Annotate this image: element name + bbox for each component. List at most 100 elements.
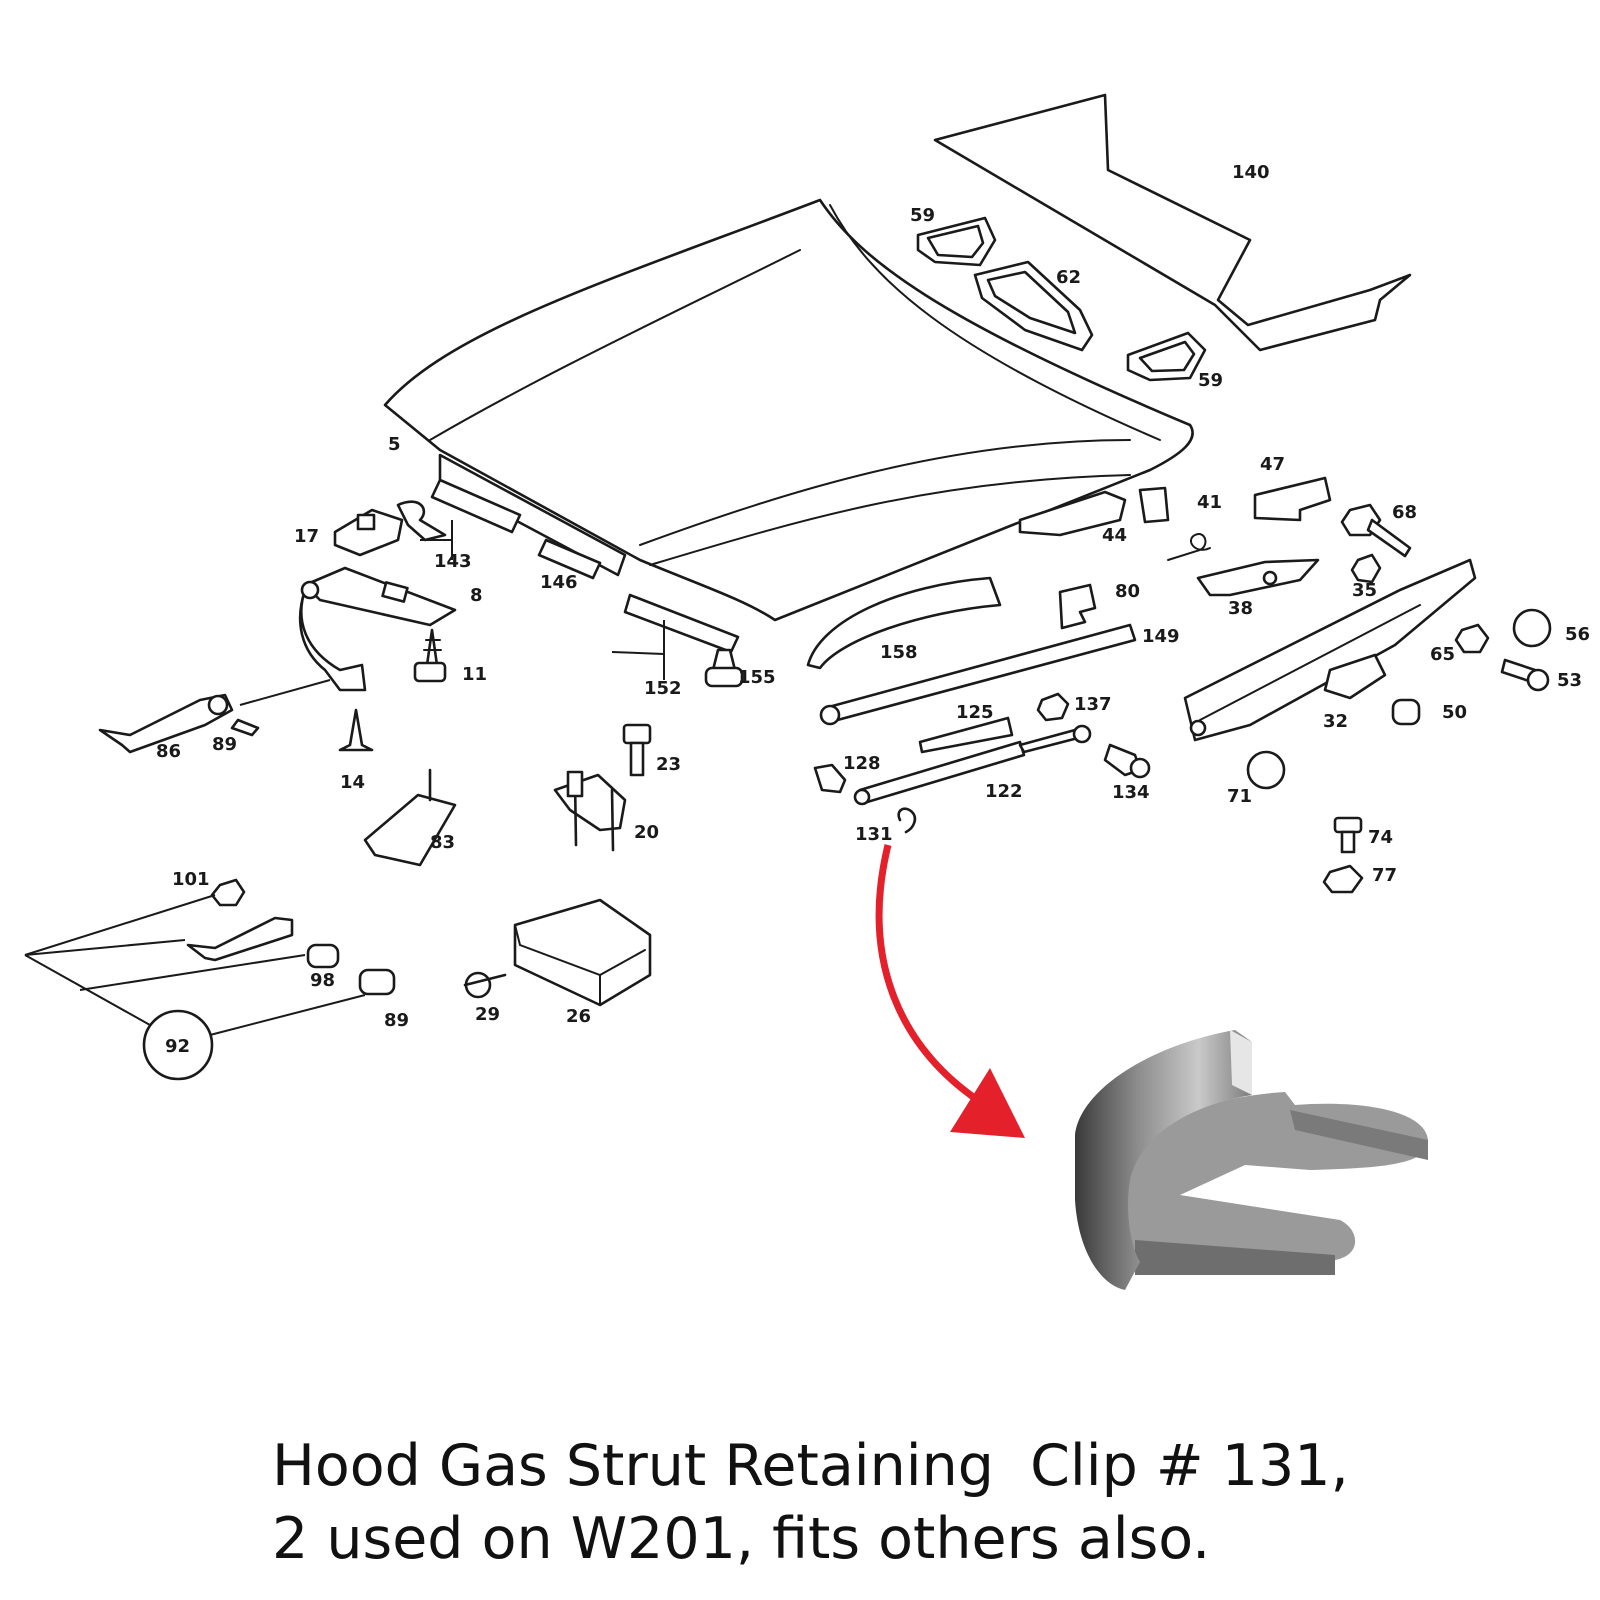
bracket-83 (363, 793, 457, 867)
tray-26 (513, 898, 652, 1007)
callout-68: 68 (1392, 502, 1417, 523)
bolt-74 (1333, 816, 1363, 854)
caption-line-2: 2 used on W201, fits others also. (272, 1506, 1211, 1572)
callout-47: 47 (1260, 454, 1285, 475)
hinge-plate-8 (298, 566, 457, 692)
callout-8: 8 (470, 585, 483, 606)
latch-86 (98, 693, 234, 754)
hinge-arm-32 (1183, 558, 1477, 742)
callout-53: 53 (1557, 670, 1582, 691)
clip-80 (1058, 583, 1097, 630)
hood-vents (916, 216, 1207, 382)
bolt-68 (1340, 503, 1412, 558)
callout-labels: 140 59 62 59 5 47 41 68 44 17 143 8 146 … (156, 162, 1590, 1057)
callout-11: 11 (462, 664, 487, 685)
seal-strip-152 (623, 593, 740, 654)
callout-137: 137 (1074, 694, 1112, 715)
pointer-arrowhead (950, 1068, 1025, 1138)
callout-143: 143 (434, 551, 472, 572)
latch-86-pivot (207, 694, 229, 716)
bracket-20 (553, 770, 627, 852)
callout-80: 80 (1115, 581, 1140, 602)
bushing-50 (1391, 698, 1421, 726)
bracket-17-clip (356, 513, 376, 531)
retaining-clip-131-render (1075, 1030, 1429, 1290)
callout-152: 152 (644, 678, 682, 699)
spring-41 (1167, 533, 1211, 561)
callout-101: 101 (172, 869, 210, 890)
hook-47 (1253, 476, 1332, 522)
callout-89b: 89 (384, 1010, 409, 1031)
lead-86 (239, 679, 331, 706)
product-caption: Hood Gas Strut Retaining Clip # 131, 2 u… (272, 1430, 1472, 1576)
callout-98: 98 (310, 970, 335, 991)
handle-158 (806, 576, 1002, 670)
callout-38: 38 (1228, 598, 1253, 619)
callout-59b: 59 (1198, 370, 1223, 391)
callout-59: 59 (910, 205, 935, 226)
lead-152 (611, 620, 665, 680)
callout-86: 86 (156, 741, 181, 762)
callout-131: 131 (855, 824, 893, 845)
callout-44: 44 (1102, 525, 1127, 546)
callout-89: 89 (212, 734, 237, 755)
callout-32: 32 (1323, 711, 1348, 732)
bracket-44 (1138, 486, 1170, 524)
bracket-17 (333, 508, 404, 557)
insulation-mat-140 (933, 93, 1412, 352)
callout-77: 77 (1372, 865, 1397, 886)
nut-71 (1246, 750, 1286, 790)
bolt-53 (1500, 658, 1550, 692)
bracket-38 (1196, 558, 1320, 597)
screw-11 (413, 628, 447, 683)
push-clip-29 (463, 971, 507, 999)
seal-strip-143 (430, 478, 522, 534)
nut-137 (1036, 692, 1070, 722)
nut-77 (1322, 864, 1364, 894)
hood-panel-5 (383, 198, 1194, 622)
callout-41: 41 (1197, 492, 1222, 513)
callout-71: 71 (1227, 786, 1252, 807)
callout-128: 128 (843, 753, 881, 774)
callout-26: 26 (566, 1006, 591, 1027)
callout-56: 56 (1565, 624, 1590, 645)
callout-134: 134 (1112, 782, 1150, 803)
callout-83: 83 (430, 832, 455, 853)
nut-56 (1512, 608, 1552, 648)
screw-14 (338, 708, 374, 752)
ball-stud-134 (1103, 743, 1151, 779)
pin-89 (230, 718, 260, 737)
push-clip-155 (704, 648, 744, 688)
callout-29: 29 (475, 1004, 500, 1025)
callout-74: 74 (1368, 827, 1393, 848)
bracket-125 (918, 716, 1014, 754)
callout-122: 122 (985, 781, 1023, 802)
callout-20: 20 (634, 822, 659, 843)
pointer-arrow (875, 844, 987, 1108)
callout-62: 62 (1056, 267, 1081, 288)
nut-65 (1454, 623, 1490, 654)
callout-146: 146 (540, 572, 578, 593)
clip-131 (897, 807, 917, 834)
callout-50: 50 (1442, 702, 1467, 723)
callout-155: 155 (738, 667, 776, 688)
callout-158: 158 (880, 642, 918, 663)
hardware-group-92 (24, 878, 396, 1081)
callout-65: 65 (1430, 644, 1455, 665)
gas-strut-122 (853, 724, 1092, 806)
callout-circle-92 (142, 1009, 214, 1081)
hinge-143 (396, 500, 447, 542)
callout-149: 149 (1142, 626, 1180, 647)
lead-143 (420, 520, 453, 560)
callout-92: 92 (165, 1036, 190, 1057)
callout-140: 140 (1232, 162, 1270, 183)
fastener-128 (813, 763, 847, 794)
bolt-23 (622, 723, 652, 777)
seal-149-end (819, 704, 841, 726)
caption-line-1: Hood Gas Strut Retaining Clip # 131, (272, 1433, 1349, 1499)
rod-146 (537, 538, 602, 580)
bushing-35 (1350, 553, 1382, 584)
callout-17: 17 (294, 526, 319, 547)
